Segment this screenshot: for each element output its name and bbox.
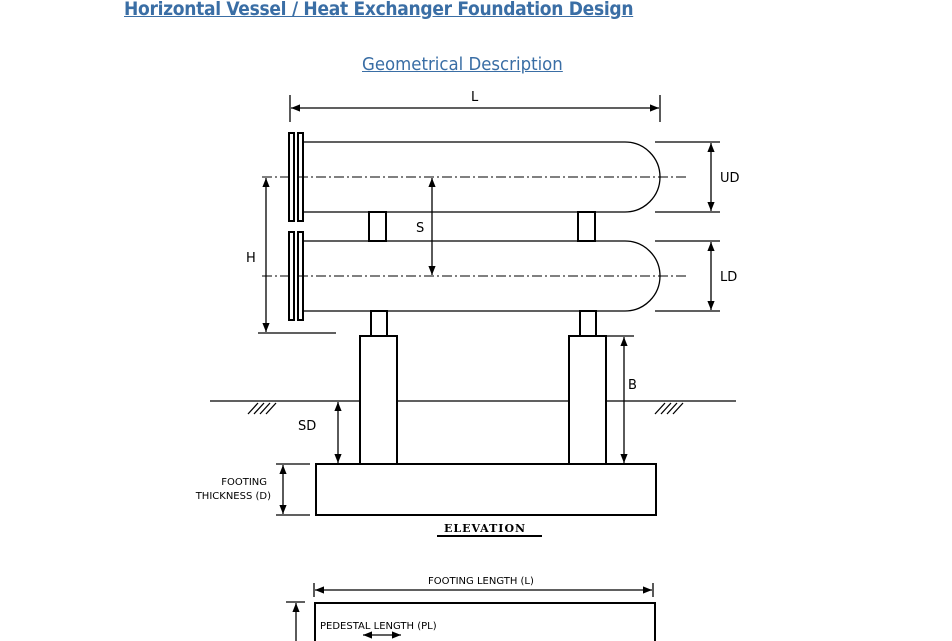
- footing-length-dimension: FOOTING LENGTH (L): [313, 576, 654, 597]
- section-subtitle: Geometrical Description: [362, 54, 563, 75]
- footing-thickness-dimension: FOOTING THICKNESS (D): [195, 463, 310, 516]
- pedestal-left: [359, 335, 398, 465]
- pedestal-height-label: B: [628, 378, 637, 393]
- upper-saddle-right: [577, 211, 596, 242]
- lower-saddle-left: [370, 310, 388, 337]
- footing-length-label: FOOTING LENGTH (L): [428, 576, 534, 587]
- length-dimension: L: [289, 90, 661, 122]
- lower-saddle-right: [579, 310, 597, 337]
- upper-diameter-label: UD: [720, 171, 740, 186]
- page-title: Horizontal Vessel / Heat Exchanger Found…: [124, 0, 634, 20]
- length-label: L: [471, 90, 479, 105]
- soil-depth-dimension: SD: [298, 402, 342, 463]
- footing: [315, 463, 657, 516]
- footing-thickness-label-1: FOOTING: [221, 477, 267, 488]
- footing-thickness-label-2: THICKNESS (D): [195, 491, 271, 502]
- pedestal-right: [568, 335, 607, 465]
- spacing-label: S: [416, 221, 424, 236]
- height-dimension: H: [246, 178, 336, 334]
- lower-vessel: [262, 231, 686, 321]
- elevation-label: ELEVATION: [444, 522, 526, 535]
- ground-line: [210, 400, 736, 415]
- pedestal-height-dimension: B: [606, 335, 637, 463]
- height-label: H: [246, 251, 256, 266]
- lower-diameter-dimension: LD: [655, 240, 737, 312]
- lower-diameter-label: LD: [720, 270, 737, 285]
- upper-vessel: [262, 132, 686, 222]
- pedestal-length-label: PEDESTAL LENGTH (PL): [320, 621, 437, 632]
- upper-diameter-dimension: UD: [655, 141, 740, 213]
- footing-width-dimension: [286, 601, 305, 641]
- spacing-dimension: S: [416, 178, 436, 275]
- upper-saddle-left: [368, 211, 387, 242]
- soil-depth-label: SD: [298, 419, 316, 434]
